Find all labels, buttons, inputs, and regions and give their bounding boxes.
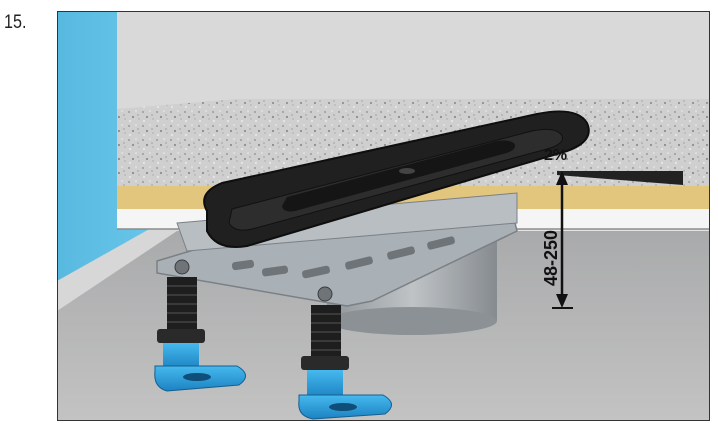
step-number: 15. xyxy=(4,12,27,33)
slab-top xyxy=(117,11,710,109)
slope-wedge xyxy=(557,171,683,185)
installation-illustration: 2% 48-250 xyxy=(57,11,710,421)
leveling-foot-icon xyxy=(298,286,392,420)
height-dimension-label: 48-250 xyxy=(541,230,561,286)
drain-body-base xyxy=(327,307,497,335)
dimension-arrow-icon xyxy=(552,171,573,309)
leveling-foot-icon xyxy=(154,259,246,392)
slope-label: 2% xyxy=(544,147,567,164)
